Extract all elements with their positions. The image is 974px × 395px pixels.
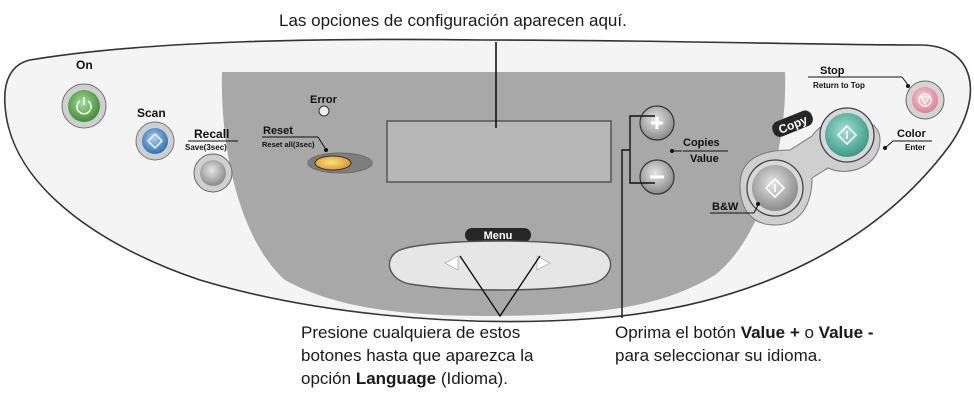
enter-label: Enter: [905, 143, 925, 152]
stop-icon: [918, 93, 932, 107]
error-led: [318, 105, 330, 117]
scan-button[interactable]: [135, 121, 175, 161]
start-color-icon: [836, 124, 858, 146]
on-button[interactable]: [61, 83, 107, 129]
value-callout-line: [621, 115, 655, 318]
copy-label-plate: [772, 110, 813, 137]
value-label: Value: [690, 153, 719, 165]
stop-label: Stop: [820, 65, 845, 77]
lcd-callout-text: Las opciones de configuración aparecen a…: [279, 11, 627, 30]
menu-right-arrow-icon: [536, 255, 551, 271]
scan-icon: [147, 133, 163, 149]
power-icon: [76, 97, 92, 115]
on-label: On: [76, 58, 93, 72]
stop-button[interactable]: [905, 80, 945, 120]
lcd-screen: [386, 120, 612, 183]
menu-callout-text: Presione cualquiera de estos botones has…: [301, 323, 534, 388]
value-callout-text: Oprima el botón Value + o Value - para s…: [615, 323, 874, 365]
recall-button[interactable]: [193, 153, 233, 193]
copies-label: Copies: [683, 137, 720, 149]
menu-callout-line: [459, 255, 541, 318]
bw-label: B&W: [712, 201, 739, 213]
menu-label: Menu: [484, 230, 513, 242]
menu-button[interactable]: [388, 240, 612, 291]
plus-icon: [651, 117, 663, 129]
stop-sub-label: Return to Top: [813, 81, 865, 90]
menu-label-plate: [465, 228, 531, 242]
reset-sub-label: Reset all(3sec): [262, 140, 315, 149]
reset-button[interactable]: [307, 152, 373, 174]
error-label: Error: [310, 94, 338, 106]
reset-label: Reset: [263, 125, 293, 137]
menu-left-arrow-icon: [444, 255, 459, 271]
start-bw-icon: [764, 177, 786, 199]
color-label: Color: [897, 128, 926, 140]
recall-label: Recall: [194, 127, 229, 141]
recall-sub-label: Save(3sec): [185, 143, 227, 152]
scan-label: Scan: [137, 106, 166, 120]
